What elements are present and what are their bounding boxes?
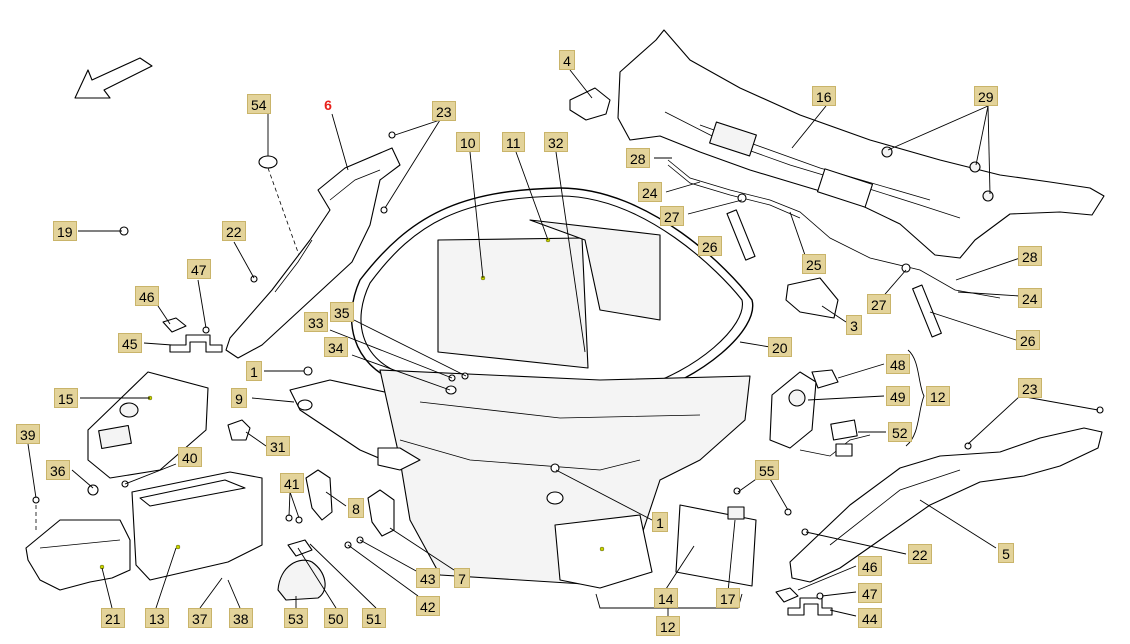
callout-26[interactable]: 26 — [698, 236, 722, 256]
callout-7[interactable]: 7 — [454, 568, 470, 588]
callout-12[interactable]: 12 — [926, 386, 950, 406]
part-45-bracket — [169, 334, 223, 353]
callout-17[interactable]: 17 — [716, 588, 740, 608]
part-46-clip — [162, 317, 187, 333]
part-14-license-panel — [554, 514, 653, 589]
callout-39[interactable]: 39 — [16, 424, 40, 444]
callout-33[interactable]: 33 — [304, 312, 328, 332]
callout-55[interactable]: 55 — [755, 460, 779, 480]
callout-46[interactable]: 46 — [135, 286, 159, 306]
callout-23[interactable]: 23 — [432, 101, 456, 121]
callout-13[interactable]: 13 — [145, 608, 169, 628]
part-10-panel — [437, 237, 589, 369]
callout-20[interactable]: 20 — [768, 337, 792, 357]
callout-28[interactable]: 28 — [1018, 246, 1042, 266]
part-1-trunk-tub — [379, 369, 751, 586]
callout-27[interactable]: 27 — [660, 206, 684, 226]
callout-27[interactable]: 27 — [867, 294, 891, 314]
part-48-connector — [811, 369, 839, 389]
callout-42[interactable]: 42 — [416, 596, 440, 616]
part-31-connector — [227, 419, 251, 441]
part-6-left-pillar-trim — [225, 147, 401, 359]
callout-41[interactable]: 41 — [280, 473, 304, 493]
callout-48[interactable]: 48 — [886, 354, 910, 374]
callout-1[interactable]: 1 — [652, 512, 668, 532]
callout-34[interactable]: 34 — [324, 337, 348, 357]
callout-22[interactable]: 22 — [908, 544, 932, 564]
callout-16[interactable]: 16 — [812, 86, 836, 106]
part-8-bracket — [305, 469, 333, 521]
callout-38[interactable]: 38 — [229, 608, 253, 628]
part-49-module — [769, 371, 817, 449]
part-21-bracket — [25, 519, 131, 591]
callout-31[interactable]: 31 — [266, 436, 290, 456]
callout-54[interactable]: 54 — [247, 94, 271, 114]
part-4-bracket — [569, 87, 611, 121]
direction-arrow-icon — [74, 57, 153, 99]
part-53-cover — [277, 559, 326, 601]
callout-37[interactable]: 37 — [188, 608, 212, 628]
callout-5[interactable]: 5 — [998, 543, 1014, 563]
callout-4[interactable]: 4 — [559, 50, 575, 70]
callout-25[interactable]: 25 — [802, 254, 826, 274]
part-11-panel — [529, 219, 661, 321]
callout-19[interactable]: 19 — [53, 221, 77, 241]
callout-36[interactable]: 36 — [46, 460, 70, 480]
callout-35[interactable]: 35 — [330, 302, 354, 322]
part-46-clip-right — [775, 587, 799, 603]
part-50-clip — [287, 539, 313, 557]
callout-53[interactable]: 53 — [284, 608, 308, 628]
callout-28[interactable]: 28 — [626, 148, 650, 168]
callout-1[interactable]: 1 — [246, 361, 262, 381]
callout-40[interactable]: 40 — [178, 447, 202, 467]
callout-11[interactable]: 11 — [502, 132, 525, 152]
callout-26[interactable]: 26 — [1016, 330, 1040, 350]
callout-21[interactable]: 21 — [101, 608, 125, 628]
callout-23[interactable]: 23 — [1018, 378, 1042, 398]
callout-49[interactable]: 49 — [886, 386, 910, 406]
part-54-grommet — [258, 155, 278, 169]
callout-10[interactable]: 10 — [456, 132, 480, 152]
callout-15[interactable]: 15 — [54, 388, 78, 408]
callout-9[interactable]: 9 — [231, 388, 247, 408]
callout-47[interactable]: 47 — [858, 583, 882, 603]
callout-47[interactable]: 47 — [187, 259, 211, 279]
callout-45[interactable]: 45 — [118, 333, 142, 353]
callout-8[interactable]: 8 — [348, 498, 364, 518]
callout-51[interactable]: 51 — [362, 608, 386, 628]
callout-43[interactable]: 43 — [416, 568, 440, 588]
callout-52[interactable]: 52 — [888, 422, 912, 442]
callout-14[interactable]: 14 — [654, 588, 678, 608]
callout-22[interactable]: 22 — [222, 221, 246, 241]
callout-46[interactable]: 46 — [858, 556, 882, 576]
part-44-bracket — [787, 597, 833, 616]
callout-50[interactable]: 50 — [324, 608, 348, 628]
leader-lines — [27, 69, 1099, 617]
part-5-right-pillar-trim — [789, 427, 1103, 583]
callout-12[interactable]: 12 — [656, 616, 680, 636]
callout-24[interactable]: 24 — [638, 182, 662, 202]
callout-3[interactable]: 3 — [846, 315, 862, 335]
callout-6-selected[interactable]: 6 — [324, 97, 332, 113]
part-7-bracket — [367, 489, 395, 537]
callout-44[interactable]: 44 — [858, 608, 882, 628]
callout-29[interactable]: 29 — [974, 86, 998, 106]
callout-32[interactable]: 32 — [544, 132, 568, 152]
part-16-cowl-panel — [617, 29, 1105, 259]
callout-24[interactable]: 24 — [1018, 288, 1042, 308]
